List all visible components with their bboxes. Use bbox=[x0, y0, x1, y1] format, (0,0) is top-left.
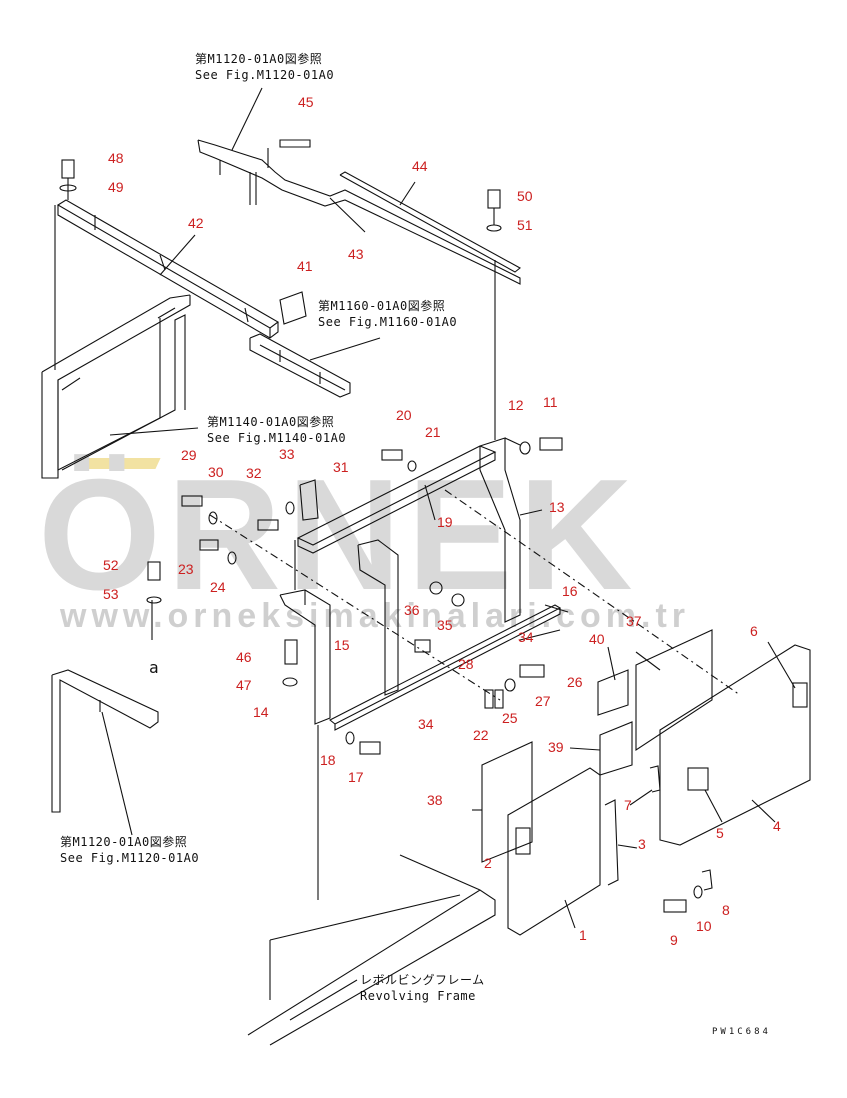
panel-37 bbox=[635, 629, 713, 752]
part-label: 34 bbox=[418, 716, 434, 732]
part-label: 6 bbox=[750, 623, 758, 639]
part-label: 14 bbox=[253, 704, 269, 720]
ref-frame-jp: レボルビングフレーム bbox=[360, 973, 485, 987]
part-label: 52 bbox=[103, 557, 119, 573]
part-label: 1 bbox=[579, 927, 587, 943]
upright-14 bbox=[279, 589, 331, 725]
part-label: 32 bbox=[246, 465, 262, 481]
part-label: 26 bbox=[567, 674, 583, 690]
part-label: 50 bbox=[517, 188, 533, 204]
part-label: 16 bbox=[562, 583, 578, 599]
ref-m1140-en: See Fig.M1140-01A0 bbox=[207, 431, 347, 445]
ref-m1160-jp: 第M1160-01A0図参照 bbox=[318, 299, 446, 313]
part-label: 37 bbox=[626, 613, 642, 629]
part-label: 44 bbox=[412, 158, 428, 174]
left-frame-panel bbox=[41, 205, 191, 479]
part-label: 53 bbox=[103, 586, 119, 602]
part-label: 7 bbox=[624, 797, 632, 813]
part-label: 18 bbox=[320, 752, 336, 768]
part-label: 41 bbox=[297, 258, 313, 274]
watermark-site: www.orneksimakinalari.com.tr bbox=[60, 597, 691, 635]
pad-40 bbox=[597, 669, 629, 716]
revolving-frame bbox=[247, 854, 496, 1046]
upright-13 bbox=[479, 437, 521, 623]
ref-m1120-top-en: See Fig.M1120-01A0 bbox=[195, 68, 335, 82]
part-label: 12 bbox=[508, 397, 524, 413]
part-label: 3 bbox=[638, 836, 646, 852]
part-label: 28 bbox=[458, 656, 474, 672]
part-label: 42 bbox=[188, 215, 204, 231]
part-label: 8 bbox=[722, 902, 730, 918]
part-label: 48 bbox=[108, 150, 124, 166]
rail-m1160 bbox=[249, 333, 351, 398]
part-label: 5 bbox=[716, 825, 724, 841]
beam-42 bbox=[56, 199, 279, 339]
part-label: 22 bbox=[473, 727, 489, 743]
part-label: 10 bbox=[696, 918, 712, 934]
door-panel-1 bbox=[507, 767, 601, 936]
fasteners bbox=[59, 159, 808, 913]
ref-m1120-bottom-en: See Fig.M1120-01A0 bbox=[60, 851, 200, 865]
part-label: 40 bbox=[589, 631, 605, 647]
ref-m1160-en: See Fig.M1160-01A0 bbox=[318, 315, 458, 329]
ref-m1120-bottom-jp: 第M1120-01A0図参照 bbox=[60, 835, 188, 849]
part-label: 4 bbox=[773, 818, 781, 834]
part-label: 51 bbox=[517, 217, 533, 233]
watermark-brand: ÖRNEK bbox=[38, 447, 639, 623]
part-label: 47 bbox=[236, 677, 252, 693]
door-panel-4 bbox=[659, 644, 811, 846]
part-label: 19 bbox=[437, 514, 453, 530]
part-label: 35 bbox=[437, 617, 453, 633]
part-label: 33 bbox=[279, 446, 295, 462]
part-label: 21 bbox=[425, 424, 441, 440]
part-label: 36 bbox=[404, 602, 420, 618]
ref-m1120-top-jp: 第M1120-01A0図参照 bbox=[195, 52, 323, 66]
ref-m1140-jp: 第M1140-01A0図参照 bbox=[207, 415, 335, 429]
brackets-43-44 bbox=[197, 139, 521, 285]
part-label: 43 bbox=[348, 246, 364, 262]
ref-frame-en: Revolving Frame bbox=[360, 989, 476, 1003]
part-label: 11 bbox=[543, 394, 558, 410]
part-label: 39 bbox=[548, 739, 564, 755]
part-label: 34 bbox=[518, 629, 534, 645]
drawing-code: PW1C684 bbox=[712, 1027, 771, 1037]
part-label: 31 bbox=[333, 459, 349, 475]
part-label: 17 bbox=[348, 769, 364, 785]
part-label: 45 bbox=[298, 94, 314, 110]
flag-letter: a bbox=[149, 658, 160, 677]
part-label: 38 bbox=[427, 792, 443, 808]
part-label: 24 bbox=[210, 579, 226, 595]
part-label: 27 bbox=[535, 693, 551, 709]
lower-frame-m1120 bbox=[51, 669, 159, 813]
part-label: 20 bbox=[396, 407, 412, 423]
pad-41 bbox=[279, 291, 307, 325]
part-label: 9 bbox=[670, 932, 678, 948]
part-label: 25 bbox=[502, 710, 518, 726]
part-label: 29 bbox=[181, 447, 197, 463]
part-label: 30 bbox=[208, 464, 224, 480]
assembly-lines bbox=[151, 260, 741, 900]
crossbeam-19 bbox=[296, 445, 497, 554]
part-label: 2 bbox=[484, 855, 492, 871]
upright-15 bbox=[357, 539, 399, 696]
part-label: 49 bbox=[108, 179, 124, 195]
leader-lines bbox=[101, 87, 796, 1021]
pad-38 bbox=[481, 741, 533, 863]
rail-16 bbox=[328, 604, 562, 731]
pad-39 bbox=[599, 721, 633, 776]
part-label: 15 bbox=[334, 637, 350, 653]
part-label: 46 bbox=[236, 649, 252, 665]
part-label: 23 bbox=[178, 561, 194, 577]
part-label: 13 bbox=[549, 499, 565, 515]
